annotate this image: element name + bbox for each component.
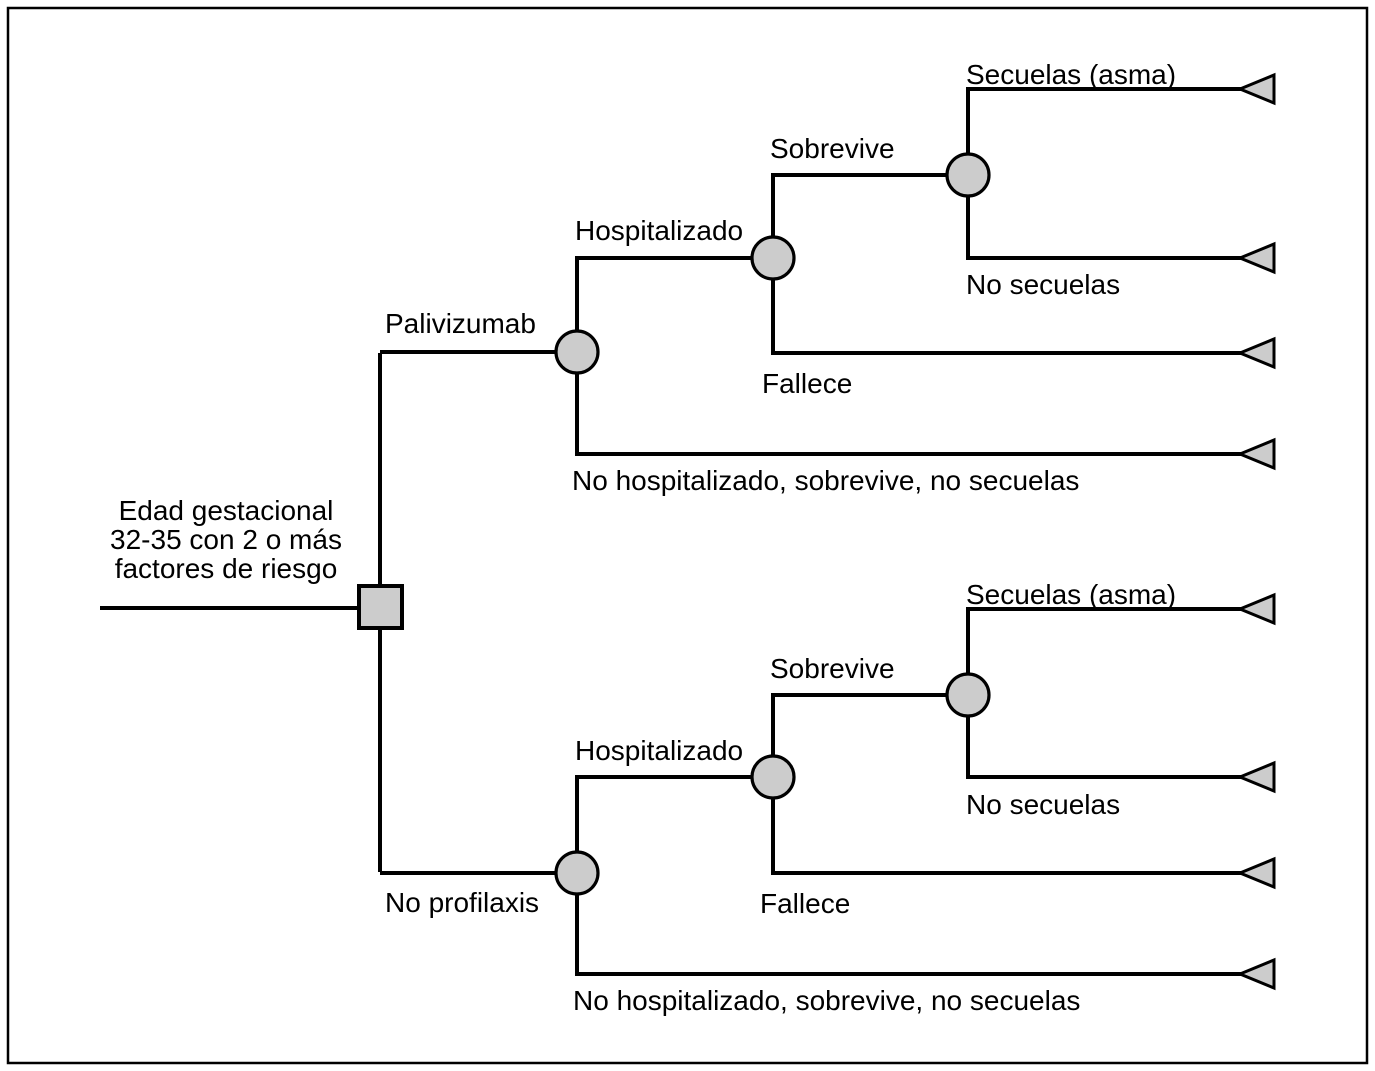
branch-label-palivizumab: Palivizumab bbox=[385, 308, 536, 339]
branch-label-palivizumab-no-secuelas: No secuelas bbox=[966, 269, 1120, 300]
branch-label-palivizumab-no-hospitalizado: No hospitalizado, sobrevive, no secuelas bbox=[572, 465, 1079, 496]
chance-node-no-profilaxis-sobrevive bbox=[945, 672, 991, 718]
figure-border bbox=[6, 6, 1369, 1065]
terminal-no-profilaxis-no-secuelas bbox=[1236, 760, 1276, 794]
edge-palivizumab-hospitalizado bbox=[575, 256, 773, 352]
edge-palivizumab-no-hospitalizado bbox=[575, 352, 1243, 456]
branch-label-palivizumab-sobrevive: Sobrevive bbox=[770, 133, 895, 164]
chance-node-palivizumab-hospitalizado bbox=[750, 235, 796, 281]
branch-label-palivizumab-secuelas: Secuelas (asma) bbox=[966, 59, 1176, 90]
edge-palivizumab-secuelas bbox=[966, 87, 1243, 175]
decision-node-root bbox=[357, 584, 404, 630]
terminal-palivizumab-secuelas bbox=[1236, 72, 1276, 106]
edge-no-profilaxis-fallece bbox=[771, 777, 1243, 875]
terminal-no-profilaxis-no-hospitalizado bbox=[1236, 957, 1276, 991]
branch-label-no-profilaxis-hospitalizado: Hospitalizado bbox=[575, 735, 743, 766]
root-label-line-3: factores de riesgo bbox=[115, 553, 338, 584]
terminal-no-profilaxis-fallece bbox=[1236, 856, 1276, 890]
edge-palivizumab-no-secuelas bbox=[966, 175, 1243, 260]
terminal-no-profilaxis-secuelas bbox=[1236, 592, 1276, 626]
branch-label-no-profilaxis: No profilaxis bbox=[385, 887, 539, 918]
branch-label-no-profilaxis-fallece: Fallece bbox=[760, 888, 850, 919]
branch-label-no-profilaxis-sobrevive: Sobrevive bbox=[770, 653, 895, 684]
branch-label-palivizumab-fallece: Fallece bbox=[762, 368, 852, 399]
edge-no-profilaxis-sobrevive bbox=[771, 693, 968, 777]
edge-no-profilaxis-no-secuelas bbox=[966, 695, 1243, 779]
branch-label-no-profilaxis-secuelas: Secuelas (asma) bbox=[966, 579, 1176, 610]
terminal-palivizumab-no-hospitalizado bbox=[1236, 437, 1276, 471]
edge-no-profilaxis-hospitalizado bbox=[575, 775, 773, 873]
edge-no-profilaxis-secuelas bbox=[966, 607, 1243, 695]
terminal-palivizumab-no-secuelas bbox=[1236, 241, 1276, 275]
chance-node-palivizumab-sobrevive bbox=[945, 152, 991, 198]
chance-node-no-profilaxis bbox=[554, 850, 600, 896]
edge-no-profilaxis-no-hospitalizado bbox=[575, 873, 1243, 976]
branch-label-palivizumab-hospitalizado: Hospitalizado bbox=[575, 215, 743, 246]
root-label-line-1: Edad gestacional bbox=[119, 495, 334, 526]
branch-label-no-profilaxis-no-hospitalizado: No hospitalizado, sobrevive, no secuelas bbox=[573, 985, 1080, 1016]
chance-node-no-profilaxis-hospitalizado bbox=[750, 754, 796, 800]
root-label-line-2: 32-35 con 2 o más bbox=[110, 524, 342, 555]
edge-palivizumab-sobrevive bbox=[771, 173, 968, 258]
branch-label-no-profilaxis-no-secuelas: No secuelas bbox=[966, 789, 1120, 820]
edge-palivizumab-fallece bbox=[771, 258, 1243, 355]
chance-node-palivizumab bbox=[554, 329, 600, 375]
terminal-palivizumab-fallece bbox=[1236, 336, 1276, 370]
